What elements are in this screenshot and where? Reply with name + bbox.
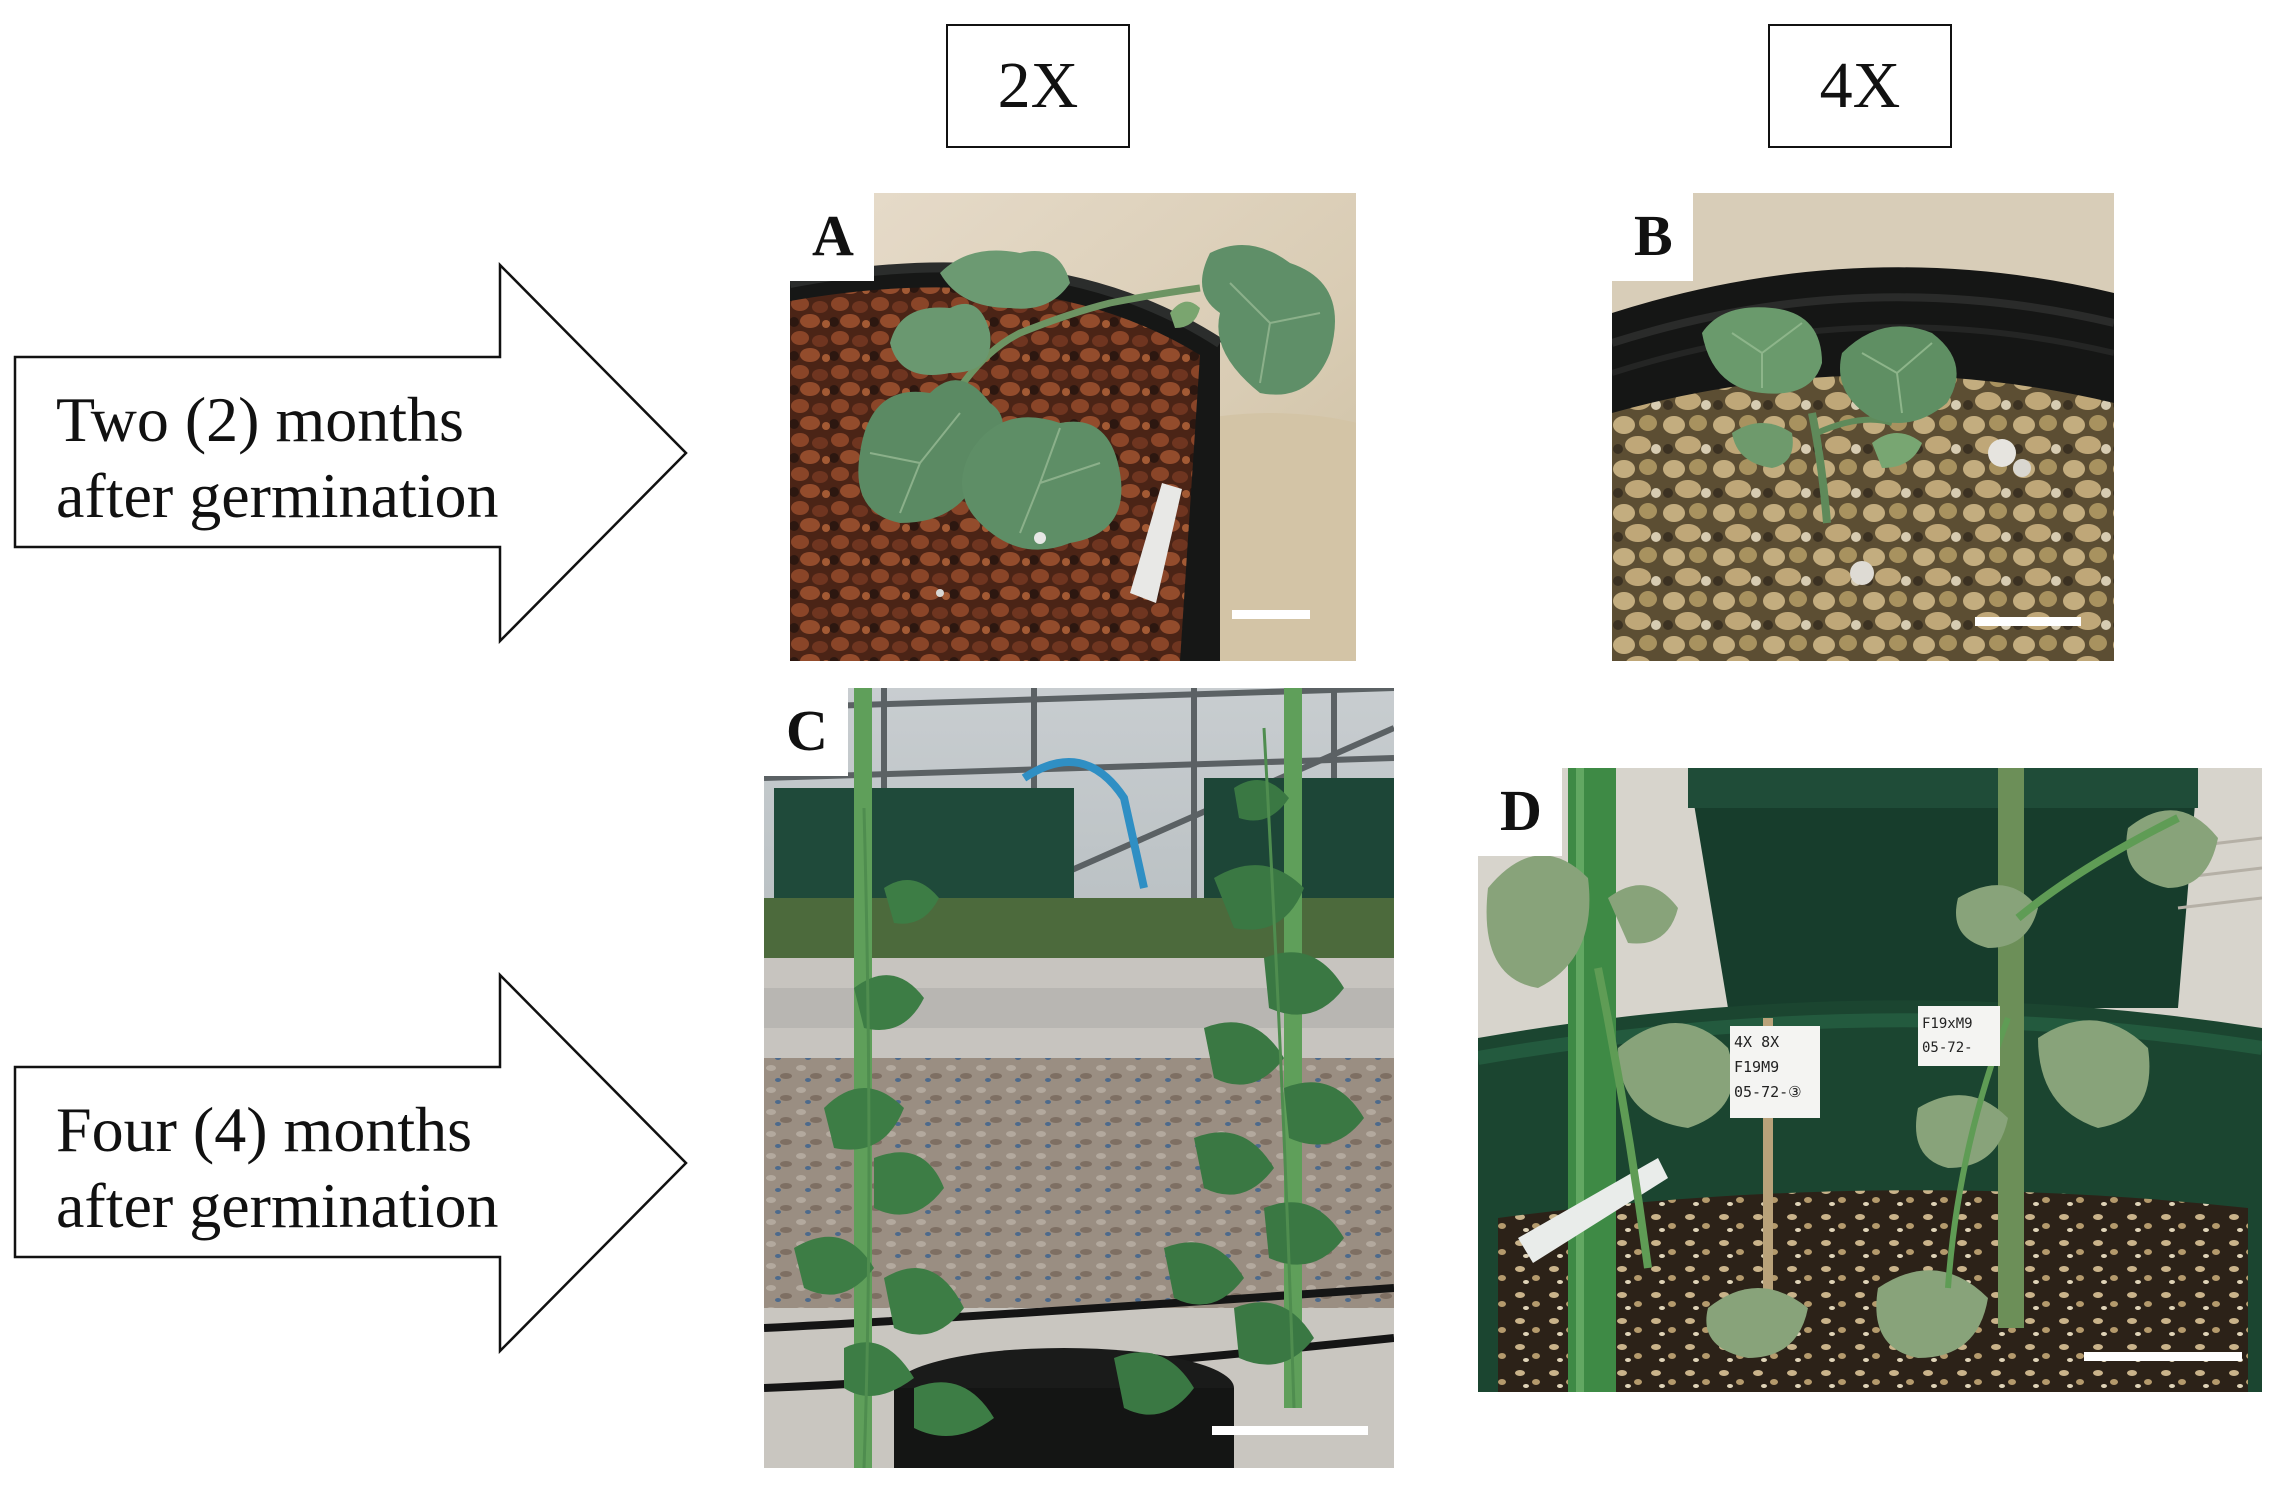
- plant-label-tag-1-line1: 4X 8X: [1734, 1033, 1780, 1051]
- seedling-4x-two-months-photo: [1612, 193, 2114, 661]
- column-header-4x-label: 4X: [1819, 49, 1901, 122]
- photo-panel-b: B: [1612, 193, 2114, 661]
- row-label-four-months-line2: after germination: [56, 1170, 499, 1241]
- column-header-2x: 2X: [946, 24, 1130, 148]
- seedling-2x-two-months-photo: [790, 193, 1356, 661]
- panel-letter-b: B: [1612, 193, 1693, 281]
- plant-label-tag-2: F19xM9 05-72-: [1922, 1012, 1998, 1060]
- scale-bar-a: [1232, 610, 1310, 619]
- row-label-four-months-line1: Four (4) months: [56, 1094, 472, 1165]
- plant-2x-four-months-photo: [764, 688, 1394, 1468]
- plant-label-tag-1-line2: F19M9: [1734, 1058, 1780, 1076]
- photo-panel-d: 4X 8X F19M9 05-72-③ F19xM9 05-72- D: [1478, 768, 2262, 1392]
- row-label-two-months-line2: after germination: [56, 460, 499, 531]
- right-arrow-icon: [13, 262, 688, 644]
- column-header-4x: 4X: [1768, 24, 1952, 148]
- column-header-2x-label: 2X: [997, 49, 1079, 122]
- scale-bar-b: [1975, 617, 2081, 626]
- plant-label-tag-2-line2: 05-72-: [1922, 1040, 1973, 1056]
- photo-panel-a: A: [790, 193, 1356, 661]
- scale-bar-c: [1212, 1426, 1368, 1435]
- panel-letter-d: D: [1478, 768, 1562, 856]
- row-label-two-months-line1: Two (2) months: [56, 384, 464, 455]
- plant-label-tag-2-line1: F19xM9: [1922, 1016, 1973, 1032]
- photo-panel-c: C: [764, 688, 1394, 1468]
- plant-4x-four-months-photo: [1478, 768, 2262, 1392]
- panel-letter-a: A: [790, 193, 874, 281]
- row-label-two-months: Two (2) months after germination: [56, 382, 498, 534]
- panel-letter-c: C: [764, 688, 848, 776]
- right-arrow-icon: [13, 972, 688, 1354]
- row-label-four-months: Four (4) months after germination: [56, 1092, 498, 1244]
- scale-bar-d: [2084, 1352, 2242, 1361]
- plant-label-tag-1: 4X 8X F19M9 05-72-③: [1734, 1030, 1818, 1105]
- plant-label-tag-1-line3: 05-72-③: [1734, 1083, 1802, 1101]
